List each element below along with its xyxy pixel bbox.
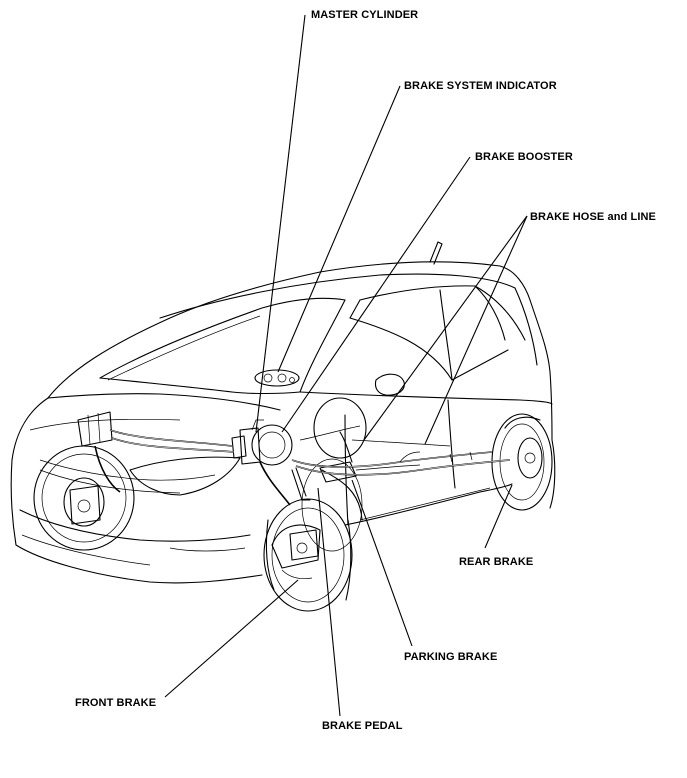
leader-brake-system-indicator	[277, 85, 401, 373]
brake-lines	[94, 425, 511, 506]
leader-brake-pedal	[317, 487, 341, 717]
rear-wheel	[491, 413, 553, 511]
car-body-outline	[10, 241, 556, 584]
parking-brake-assembly	[319, 431, 357, 483]
brake-booster-unit	[231, 419, 293, 466]
leader-brake-hose-1	[363, 215, 528, 441]
leader-brake-booster	[281, 156, 471, 433]
brake-pedal-arm	[291, 467, 311, 501]
leader-master-cylinder	[255, 14, 306, 433]
leader-lines	[164, 14, 528, 717]
label-brake-hose-and-line: BRAKE HOSE and LINE	[530, 211, 656, 223]
front-left-wheel	[33, 411, 135, 551]
instrument-cluster	[254, 369, 300, 387]
label-master-cylinder: MASTER CYLINDER	[311, 9, 419, 21]
label-brake-pedal: BRAKE PEDAL	[322, 720, 403, 732]
leader-front-brake	[164, 579, 299, 698]
label-brake-system-indicator: BRAKE SYSTEM INDICATOR	[404, 80, 557, 92]
label-parking-brake: PARKING BRAKE	[404, 651, 498, 663]
leader-rear-brake	[484, 484, 513, 549]
leader-parking-brake	[351, 479, 413, 647]
leader-brake-hose-2	[424, 215, 528, 445]
label-front-brake: FRONT BRAKE	[75, 697, 157, 709]
front-right-wheel	[263, 498, 353, 612]
label-brake-booster: BRAKE BOOSTER	[475, 151, 573, 163]
label-rear-brake: REAR BRAKE	[459, 556, 534, 568]
